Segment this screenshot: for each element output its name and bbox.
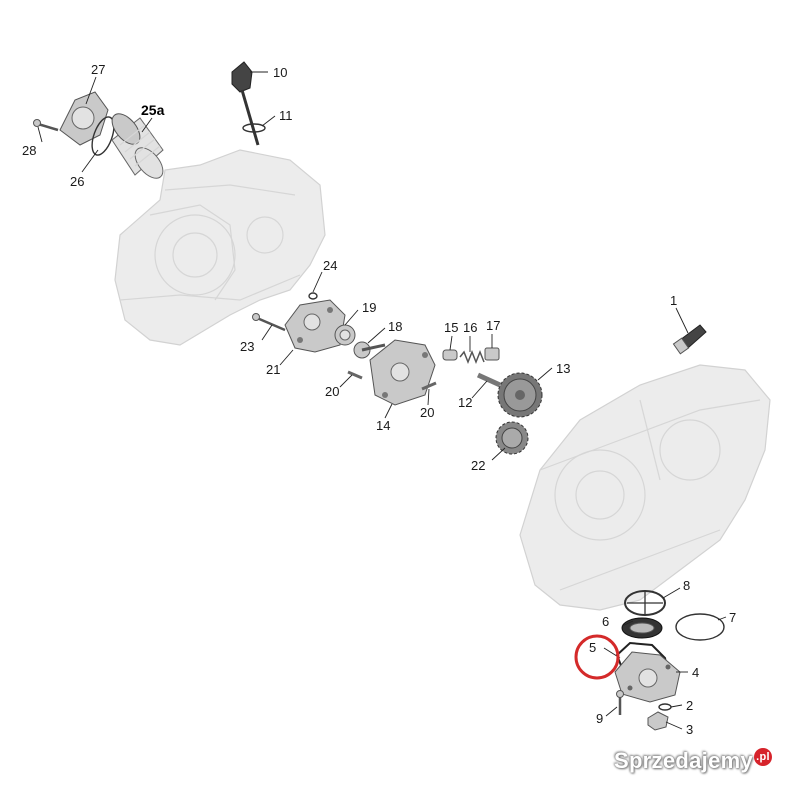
callout-2: 2 xyxy=(686,698,693,713)
highlight-circle xyxy=(574,634,620,680)
cover-screw xyxy=(33,119,59,132)
watermark-suffix: .pl xyxy=(754,748,772,766)
pump-rotor xyxy=(334,324,356,346)
pump-bolt xyxy=(252,313,286,332)
callout-17: 17 xyxy=(486,318,500,333)
callout-15: 15 xyxy=(444,320,458,335)
callout-7: 7 xyxy=(729,610,736,625)
drain-plug xyxy=(647,711,669,731)
oil-filter-cover xyxy=(59,91,109,146)
callout-6: 6 xyxy=(602,614,609,629)
crankcase-half-left xyxy=(114,149,326,346)
intermediate-gear xyxy=(495,421,529,455)
callout-8: 8 xyxy=(683,578,690,593)
watermark-text: Sprzedajemy xyxy=(613,748,753,773)
pump-o-ring xyxy=(308,292,318,300)
relief-valve-spring xyxy=(459,349,485,365)
callout-18: 18 xyxy=(388,319,402,334)
callout-22: 22 xyxy=(471,458,485,473)
dipstick xyxy=(231,61,260,146)
oil-pressure-switch xyxy=(672,324,707,355)
callout-23: 23 xyxy=(240,339,254,354)
drain-cover xyxy=(614,651,681,703)
relief-valve-plunger xyxy=(442,349,458,361)
callout-25a: 25a xyxy=(141,102,165,118)
callout-24: 24 xyxy=(323,258,337,273)
callouts: 1 2 3 4 5 6 7 8 9 10 11 12 13 14 15 16 1… xyxy=(22,62,736,737)
callout-4: 4 xyxy=(692,665,699,680)
pump-shaft-gear xyxy=(353,341,386,359)
callout-5: 5 xyxy=(589,640,596,655)
strainer-seal xyxy=(621,617,663,639)
callout-27: 27 xyxy=(91,62,105,77)
callout-13: 13 xyxy=(556,361,570,376)
oil-filter xyxy=(111,113,164,179)
relief-valve-plug xyxy=(484,347,500,361)
callout-11: 11 xyxy=(279,108,293,123)
cover-screw-lower xyxy=(616,690,624,715)
cover-o-ring xyxy=(675,613,725,641)
pump-cover xyxy=(284,299,346,353)
drain-plug-washer xyxy=(658,703,672,711)
callout-21: 21 xyxy=(266,362,280,377)
dowel-pin xyxy=(347,370,363,380)
filter-o-ring xyxy=(91,116,115,156)
callout-20b: 20 xyxy=(420,405,434,420)
callout-28: 28 xyxy=(22,143,36,158)
pump-drive-shaft xyxy=(476,372,502,388)
pump-body xyxy=(369,339,436,406)
callout-16: 16 xyxy=(463,320,477,335)
callout-9: 9 xyxy=(596,711,603,726)
callout-1: 1 xyxy=(670,293,677,308)
callout-12: 12 xyxy=(458,395,472,410)
pump-drive-gear xyxy=(497,372,543,418)
callout-14: 14 xyxy=(376,418,390,433)
callout-10: 10 xyxy=(273,65,287,80)
watermark-logo: Sprzedajemy.pl xyxy=(614,748,772,774)
callout-26: 26 xyxy=(70,174,84,189)
strainer-screen xyxy=(624,590,666,616)
callout-3: 3 xyxy=(686,722,693,737)
leader-lines xyxy=(37,71,727,730)
dipstick-o-ring xyxy=(242,123,266,133)
crankcase-half-right xyxy=(519,364,771,611)
callout-20a: 20 xyxy=(325,384,339,399)
dowel-pin xyxy=(421,381,437,391)
callout-19: 19 xyxy=(362,300,376,315)
